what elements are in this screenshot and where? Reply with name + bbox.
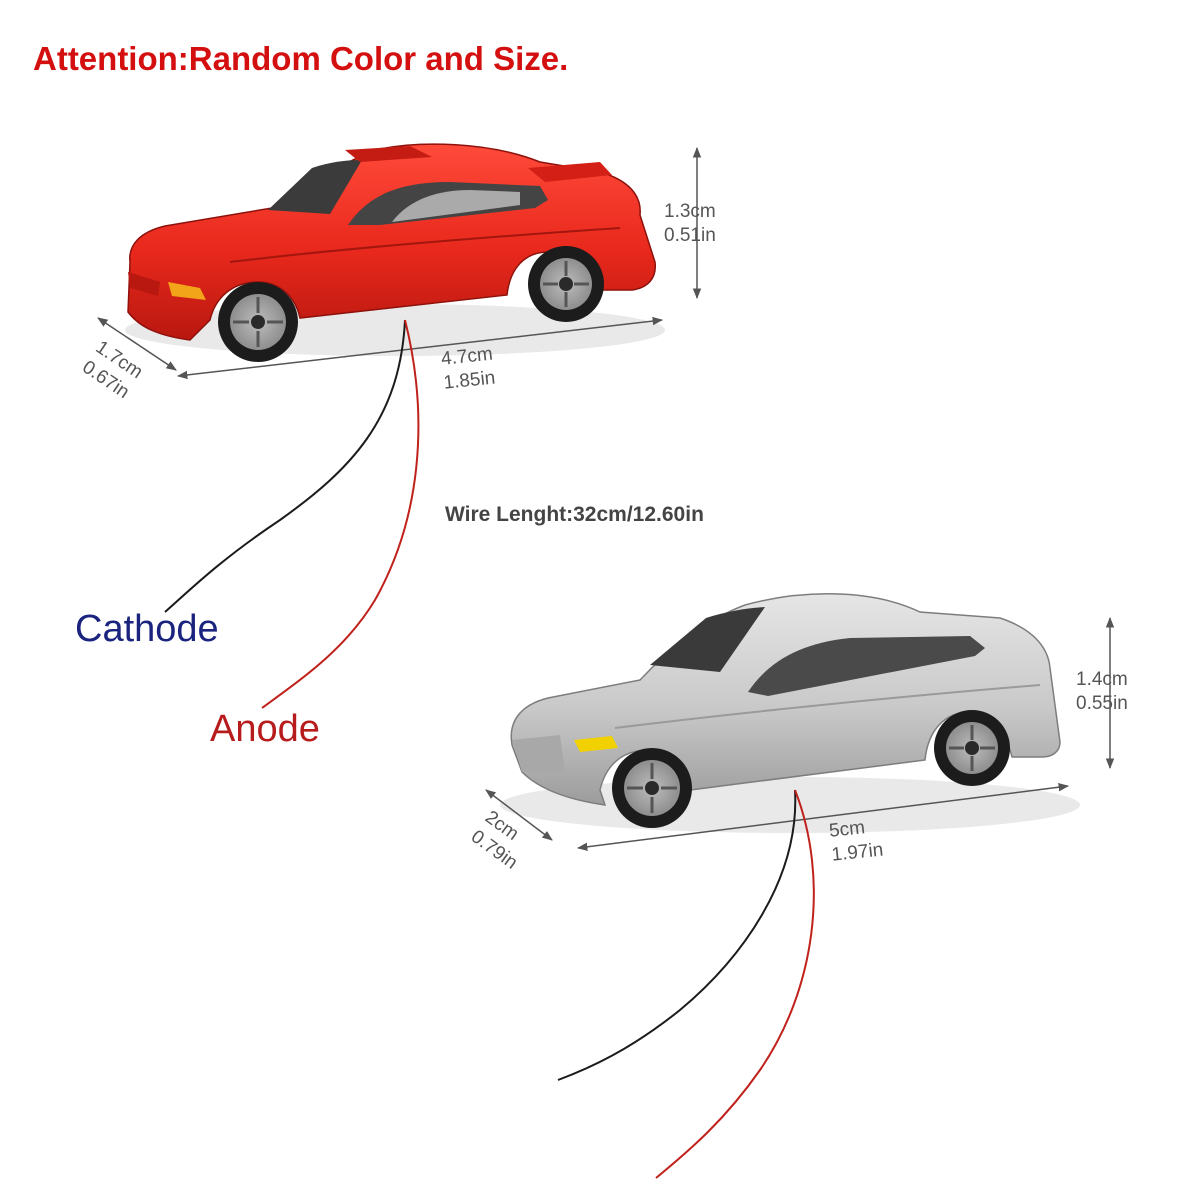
silver-car-height-in: 0.55in <box>1076 693 1128 714</box>
red-car-height-label: 1.3cm 0.51in <box>664 200 716 248</box>
red-car-windshield <box>268 160 362 214</box>
red-car-width-line <box>97 317 177 371</box>
anode-label: Anode <box>210 708 320 750</box>
red-car-length-line <box>176 316 664 380</box>
red-car-height-in: 0.51in <box>664 225 716 246</box>
silver-car-front-wheel <box>612 748 692 828</box>
attention-title: Attention:Random Color and Size. <box>33 40 569 77</box>
red-car-red-wire <box>261 319 420 709</box>
silver-car-black-wire <box>557 789 797 1081</box>
silver-car-side-window <box>748 636 985 696</box>
silver-car-length-label: 5cm 1.97in <box>828 815 885 868</box>
wire-length-label: Wire Lenght:32cm/12.60in <box>445 503 704 526</box>
cathode-label: Cathode <box>75 608 219 650</box>
silver-car-height-cm: 1.4cm <box>1076 669 1128 690</box>
silver-car-windshield <box>650 607 765 672</box>
silver-car-headlight <box>574 736 618 752</box>
red-car-height-cm: 1.3cm <box>664 201 716 222</box>
red-car-headlight <box>168 282 206 300</box>
red-car-rear-wheel <box>528 246 604 322</box>
silver-car <box>500 593 1080 833</box>
red-car-spoiler <box>528 162 612 182</box>
red-car-front-wheel <box>218 282 298 362</box>
silver-car-red-wire <box>655 789 815 1179</box>
silver-car-height-label: 1.4cm 0.55in <box>1076 668 1128 716</box>
silver-car-length-line <box>576 783 1070 851</box>
red-car-length-label: 4.7cm 1.85in <box>440 343 497 396</box>
silver-car-rear-wheel <box>934 710 1010 786</box>
silver-car-width-line <box>485 789 553 841</box>
red-car-black-wire <box>164 319 406 613</box>
